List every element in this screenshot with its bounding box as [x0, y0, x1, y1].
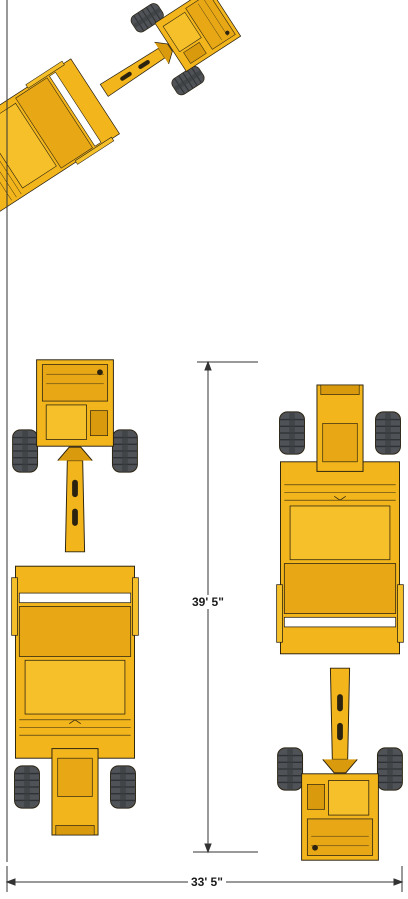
length-dimension-label: 39' 5" [189, 595, 227, 609]
width-dimension-label: 33' 5" [188, 875, 226, 889]
scraper-turning-view [0, 0, 251, 246]
scraper-top-view-right [277, 385, 404, 860]
scraper-top-view-left [12, 360, 139, 835]
